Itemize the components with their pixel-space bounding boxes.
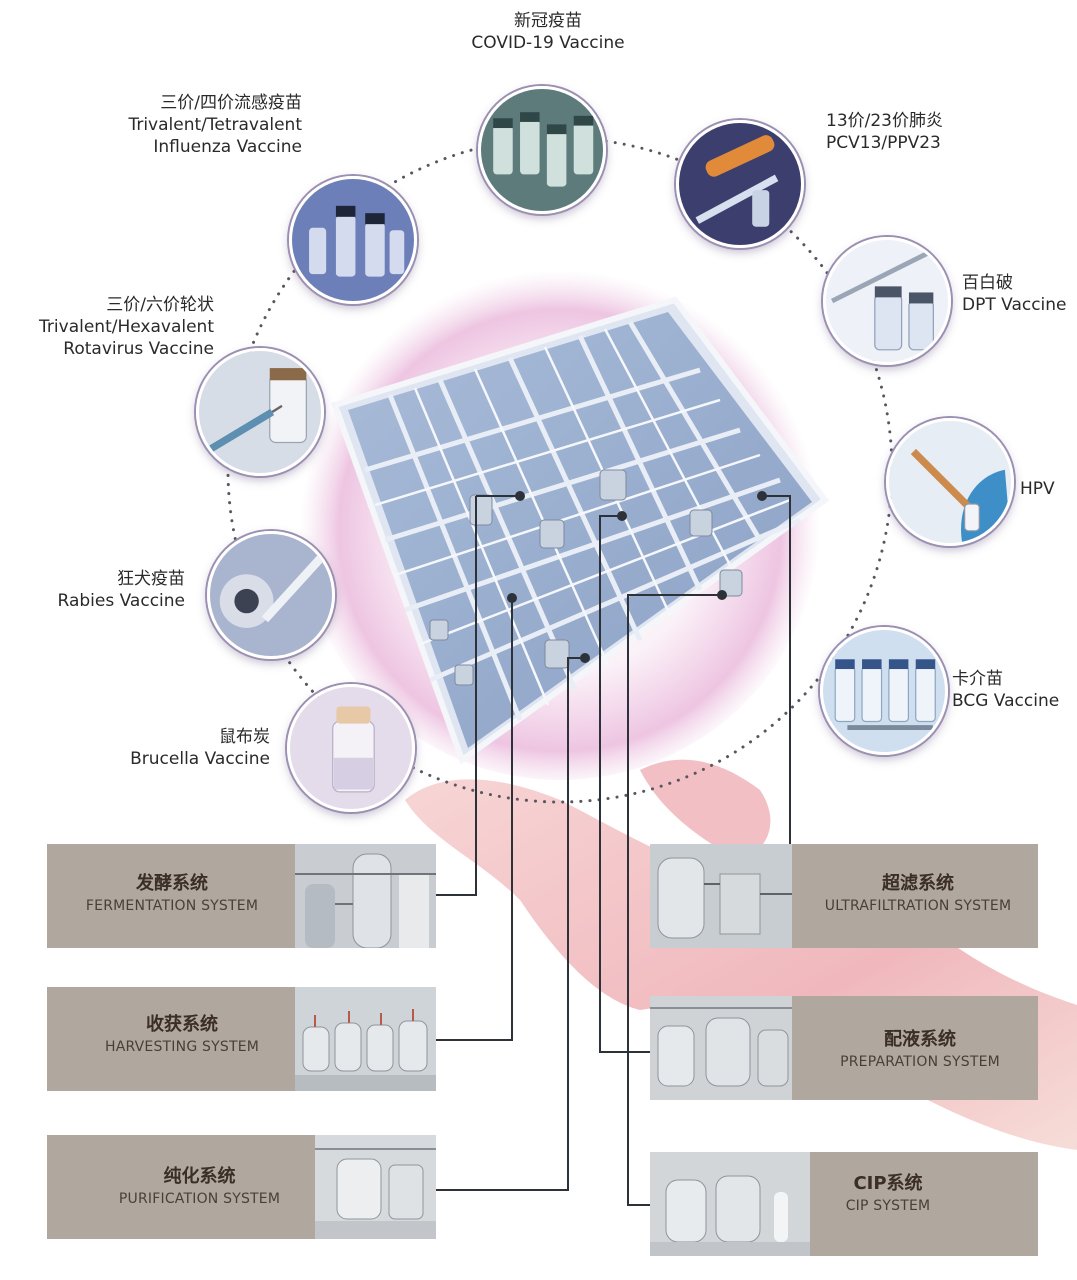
- panel-preparation-text: 配液系统 PREPARATION SYSTEM: [820, 1028, 1020, 1072]
- harvesting-photo: [295, 987, 436, 1091]
- label-hpv: HPV: [1020, 478, 1076, 500]
- harvesting-en: HARVESTING SYSTEM: [104, 1039, 260, 1055]
- blueprint-floorplan: [331, 296, 830, 765]
- label-influenza-en-2: Influenza Vaccine: [153, 137, 302, 157]
- panel-purification-text: 纯化系统 PURIFICATION SYSTEM: [87, 1165, 312, 1209]
- hpv-vaccine-image: [886, 418, 1014, 546]
- purification-en: PURIFICATION SYSTEM: [118, 1191, 281, 1207]
- label-brucella: 鼠布炭 Brucella Vaccine: [80, 726, 270, 770]
- rotavirus-vaccine-image: [196, 348, 324, 476]
- cip-zh: CIP系统: [853, 1173, 923, 1194]
- panel-ultrafiltration-text: 超滤系统 ULTRAFILTRATION SYSTEM: [820, 872, 1016, 916]
- covid-vaccine-image: [478, 86, 606, 214]
- label-rotavirus-en-1: Trivalent/Hexavalent: [39, 317, 214, 337]
- purification-zh: 纯化系统: [163, 1166, 236, 1187]
- panel-ultrafiltration: 超滤系统 ULTRAFILTRATION SYSTEM: [650, 844, 1038, 948]
- fermentation-zh: 发酵系统: [136, 873, 208, 894]
- label-dpt-zh: 百白破: [962, 273, 1013, 293]
- harvesting-zh: 收获系统: [146, 1014, 218, 1035]
- leader-lines: [436, 495, 791, 1206]
- leader-dots: [507, 491, 767, 663]
- label-dpt-en: DPT Vaccine: [962, 295, 1067, 315]
- label-rotavirus: 三价/六价轮状 Trivalent/Hexavalent Rotavirus V…: [10, 294, 214, 360]
- label-pcv-zh: 13价/23价肺炎: [826, 111, 943, 131]
- label-pcv-en: PCV13/PPV23: [826, 133, 941, 153]
- label-covid-zh: 新冠疫苗: [514, 11, 582, 31]
- label-rabies: 狂犬疫苗 Rabies Vaccine: [20, 568, 185, 612]
- label-brucella-zh: 鼠布炭: [219, 727, 270, 747]
- label-rotavirus-zh: 三价/六价轮状: [106, 295, 214, 315]
- bcg-vaccine-image: [820, 627, 948, 755]
- label-dpt: 百白破 DPT Vaccine: [962, 272, 1074, 316]
- label-bcg-en: BCG Vaccine: [952, 691, 1060, 711]
- panel-purification: 纯化系统 PURIFICATION SYSTEM: [47, 1135, 436, 1239]
- panel-cip-text: CIP系统 CIP SYSTEM: [828, 1172, 948, 1216]
- label-rabies-zh: 狂犬疫苗: [117, 569, 185, 589]
- fermentation-photo: [295, 844, 436, 948]
- label-influenza: 三价/四价流感疫苗 Trivalent/Tetravalent Influenz…: [80, 92, 302, 158]
- influenza-vaccine-image: [289, 176, 417, 304]
- ultrafiltration-en: ULTRAFILTRATION SYSTEM: [824, 898, 1012, 914]
- cip-photo: [650, 1152, 810, 1256]
- preparation-en: PREPARATION SYSTEM: [840, 1054, 1000, 1070]
- panel-harvesting: 收获系统 HARVESTING SYSTEM: [47, 987, 436, 1091]
- label-influenza-zh: 三价/四价流感疫苗: [160, 93, 302, 113]
- label-hpv-en: HPV: [1020, 479, 1055, 499]
- label-rabies-en: Rabies Vaccine: [57, 591, 185, 611]
- panel-fermentation: 发酵系统 FERMENTATION SYSTEM: [47, 844, 436, 948]
- purification-photo: [315, 1135, 436, 1239]
- ultrafiltration-photo: [650, 844, 792, 948]
- preparation-photo: [650, 996, 792, 1100]
- panel-preparation: 配液系统 PREPARATION SYSTEM: [650, 996, 1038, 1100]
- panel-fermentation-text: 发酵系统 FERMENTATION SYSTEM: [67, 872, 277, 916]
- ultrafiltration-zh: 超滤系统: [882, 873, 954, 894]
- dpt-vaccine-image: [823, 237, 951, 365]
- rabies-vaccine-image: [207, 531, 335, 659]
- label-pcv: 13价/23价肺炎 PCV13/PPV23: [826, 110, 1026, 154]
- label-brucella-en: Brucella Vaccine: [130, 749, 270, 769]
- cip-en: CIP SYSTEM: [845, 1198, 931, 1214]
- label-bcg: 卡介苗 BCG Vaccine: [952, 668, 1074, 712]
- panel-cip: CIP系统 CIP SYSTEM: [650, 1152, 1038, 1256]
- label-bcg-zh: 卡介苗: [952, 669, 1003, 689]
- label-influenza-en-1: Trivalent/Tetravalent: [128, 115, 302, 135]
- label-covid-en: COVID-19 Vaccine: [471, 33, 625, 53]
- panel-harvesting-text: 收获系统 HARVESTING SYSTEM: [67, 1013, 297, 1057]
- pcv-vaccine-image: [676, 120, 804, 248]
- label-covid: 新冠疫苗 COVID-19 Vaccine: [448, 10, 648, 54]
- preparation-zh: 配液系统: [884, 1029, 956, 1050]
- fermentation-en: FERMENTATION SYSTEM: [85, 898, 259, 914]
- label-rotavirus-en-2: Rotavirus Vaccine: [63, 339, 214, 359]
- brucella-vaccine-image: [287, 684, 415, 812]
